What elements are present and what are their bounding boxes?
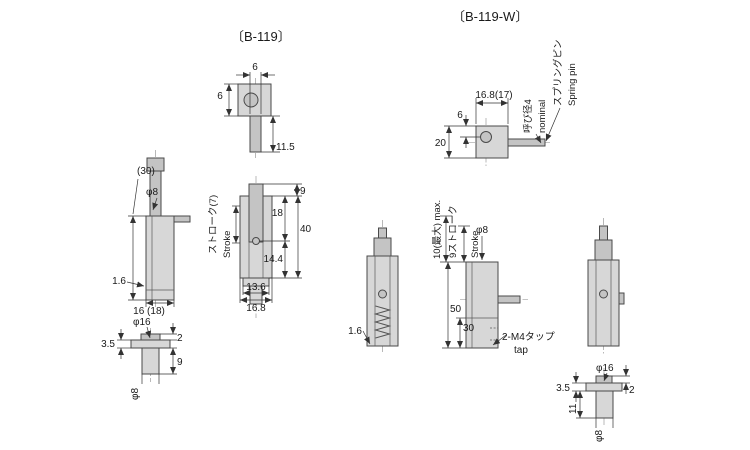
b119w-front-body: [366, 255, 399, 347]
b119w-front-spring: [373, 305, 392, 339]
b119-side-flange-tab: [173, 215, 191, 223]
label-nominal-dia-en: nominal: [537, 100, 548, 133]
b119w-top-body: [475, 125, 509, 159]
dim-b119-3-5: 3.5: [101, 339, 115, 350]
dim-b119w-stroke-jp: 9ストローク: [448, 205, 459, 258]
b119-front-view: ストローク(7) Stroke 9 18 40 14.4 13.6 16.8: [208, 176, 312, 318]
dim-b119w-max-stroke: 10(最大) max.: [431, 200, 443, 259]
dim-b119w-flange-dia: φ16: [596, 363, 614, 374]
label-b119-stroke-jp: ストローク(7): [208, 195, 219, 254]
dim-b119-plate-thickness: 1.6: [112, 276, 126, 287]
b119w-right-pin-end: [618, 292, 625, 305]
b119-front-dimension-lines: [232, 183, 302, 303]
b119-side-dimension-lines: [126, 178, 175, 307]
b119w-right-pin-tip: [599, 225, 608, 241]
dim-b119-pin-width: 6: [252, 62, 258, 73]
dim-b119w-30: 30: [463, 323, 475, 334]
dim-b119-2: 2: [177, 333, 183, 344]
dim-b119-bolt-dia: φ8: [146, 187, 158, 198]
b119-side-body: [145, 215, 175, 301]
b119-top-dimension-lines: [224, 72, 280, 153]
dim-b119w-stroke-en: Stroke: [470, 231, 481, 258]
dim-b119w-bolt-dia: φ8: [476, 225, 488, 236]
b119-bottom-dimension-lines: [117, 323, 177, 384]
dim-b119-40: 40: [300, 224, 312, 235]
dim-b119-9: 9: [177, 357, 183, 368]
part-title-b119w: 〔B-119-W〕: [452, 9, 528, 24]
dim-b119w-stem-dia: φ8: [594, 430, 605, 442]
b119-front-pin-circle: [252, 237, 260, 245]
b119w-bottom-flange: [585, 382, 623, 392]
dim-b119w-plate-thickness: 1.6: [348, 326, 362, 337]
b119-front-bolt: [248, 183, 264, 243]
dim-b119w-50: 50: [450, 304, 462, 315]
b119-bottom-flange: [130, 339, 171, 349]
b119w-front-view: 1.6: [348, 220, 399, 354]
b119w-right-body: [587, 259, 620, 347]
part-title-b119: 〔B-119〕: [231, 29, 291, 44]
b119w-bottom-dimension-lines: [572, 365, 630, 428]
b119w-bottom-view: φ16 3.5 11 2 φ8: [556, 363, 635, 442]
dim-b119w-11: 11: [568, 403, 579, 414]
label-nominal-dia-jp: 呼び径4: [522, 99, 534, 133]
label-b119w-tap-jp: 2-M4タップ: [502, 331, 555, 343]
b119w-right-view: [587, 218, 625, 354]
b119w-front-pin-tip: [378, 227, 387, 239]
b119w-bottom-boss: [595, 375, 613, 384]
dim-b119w-6: 6: [457, 110, 463, 121]
dim-b119-flange-dia: φ16: [133, 317, 151, 328]
b119w-top-dimension-lines: [444, 98, 561, 159]
dim-b119w-width: 16.8(17): [475, 90, 512, 101]
b119-bottom-stem: [141, 347, 160, 375]
dim-b119w-3-5: 3.5: [556, 383, 570, 394]
b119w-side-body: [465, 261, 499, 349]
b119w-bottom-stem: [595, 390, 614, 419]
b119-side-view: (30) φ8 1.6 16 (18): [112, 150, 191, 317]
b119w-right-knob: [594, 239, 613, 261]
b119-top-knob-circle: [243, 92, 259, 108]
dim-b119-16-8: 16.8: [246, 303, 266, 314]
b119-bottom-boss: [140, 333, 161, 341]
b119w-top-spring-pin: [507, 138, 546, 147]
dim-b119-18: 18: [272, 208, 284, 219]
b119-bottom-view: φ16 3.5 2 9 φ8: [101, 317, 183, 400]
b119w-top-knob-circle: [480, 131, 492, 143]
dim-b119-protrusion: 9: [300, 186, 306, 197]
dim-b119w-2: 2: [629, 385, 635, 396]
b119w-side-spring-pin: [497, 295, 521, 304]
dim-b119-base-width: 16 (18): [133, 306, 165, 317]
b119w-front-pin-circle: [378, 289, 387, 299]
dim-b119-14-4: 14.4: [264, 254, 284, 265]
dim-b119-stem-dia: φ8: [130, 388, 141, 400]
b119w-side-view: 10(最大) max. 9ストローク Stroke φ8 50 30 2-M4タ…: [431, 200, 555, 356]
label-spring-pin-en: Spring pin: [567, 63, 578, 106]
label-spring-pin-jp: スプリングピン: [552, 39, 564, 106]
dim-b119-overall-height: (30): [137, 166, 155, 177]
dim-b119-pin-length: 11.5: [276, 142, 295, 153]
b119-top-view: 6 6 11.5: [217, 62, 295, 158]
b119w-front-knob: [373, 237, 392, 257]
b119w-right-pin-circle: [599, 289, 608, 299]
b119w-top-view: 16.8(17) 6 20 呼び径4 nominal スプリングピン Sprin…: [435, 39, 578, 166]
dim-b119-knob-height: 6: [217, 91, 223, 102]
label-b119w-tap-en: tap: [514, 345, 528, 356]
b119w-side-dimension-lines: [440, 215, 507, 349]
label-b119-stroke-en: Stroke: [222, 231, 233, 258]
dim-b119-13-6: 13.6: [246, 282, 266, 293]
dim-b119w-20: 20: [435, 138, 447, 149]
b119-top-pin: [249, 115, 262, 153]
